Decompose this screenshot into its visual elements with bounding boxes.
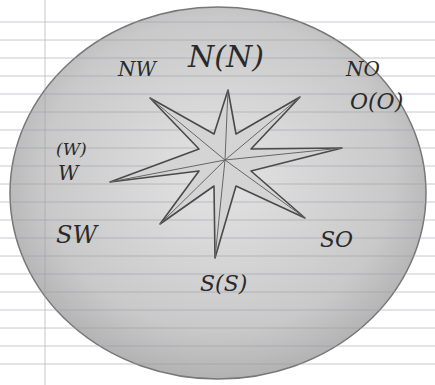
direction-label: SO: [320, 228, 353, 252]
direction-label: O(O): [350, 90, 403, 114]
direction-label: NW: [118, 58, 156, 80]
direction-label: S(S): [200, 272, 247, 296]
direction-label: N(N): [188, 40, 264, 73]
compass-star: [110, 90, 342, 258]
direction-label: SW: [56, 222, 97, 248]
direction-label: W: [58, 162, 79, 184]
star-shading: [110, 90, 342, 258]
shaded-circle: [10, 7, 426, 379]
direction-label: (W): [56, 140, 87, 159]
direction-label: NO: [346, 58, 380, 80]
